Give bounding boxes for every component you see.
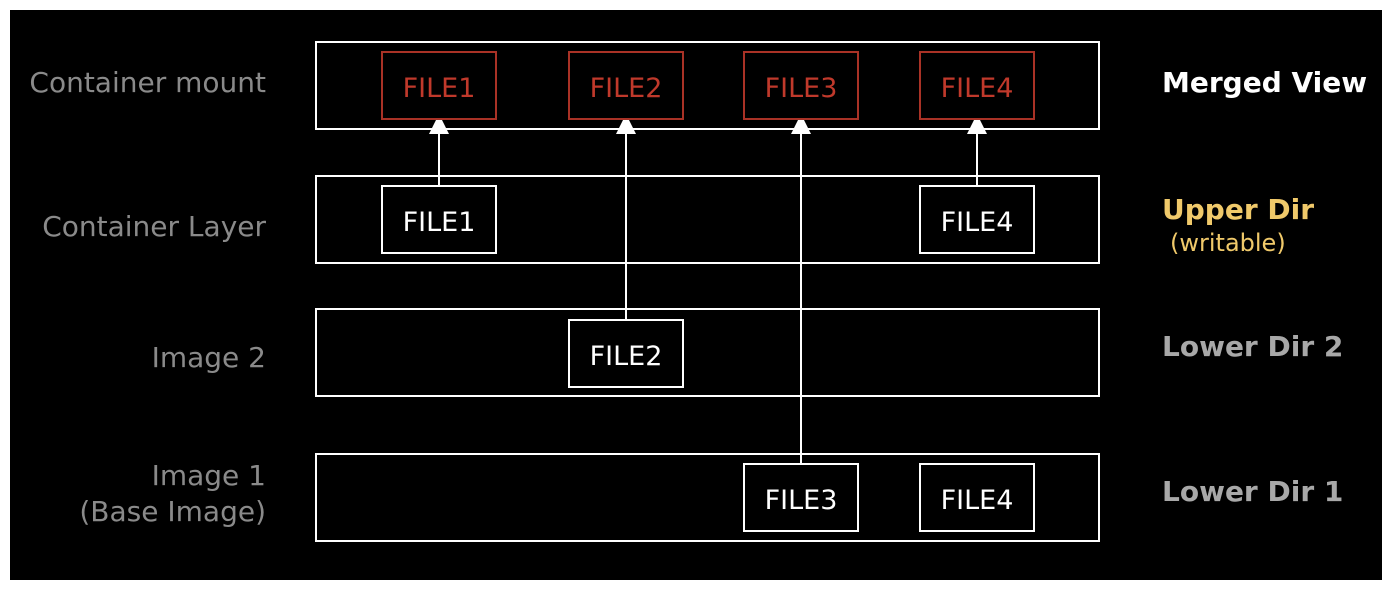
merged-file-box: FILE4: [919, 51, 1035, 120]
dir-label-lower-dir-2: Lower Dir 2: [1162, 330, 1344, 363]
dir-label-lower-dir-1: Lower Dir 1: [1162, 475, 1344, 508]
lower1-file-box: FILE4: [919, 463, 1035, 532]
upper-file-label: FILE1: [403, 207, 476, 238]
dir-label-merged-view: Merged View: [1162, 66, 1368, 99]
layer-frame-image-1: [315, 453, 1100, 542]
upper-file-box: FILE1: [381, 185, 497, 254]
layer-label-image-1: Image 1: [151, 459, 266, 492]
lower2-file-box: FILE2: [568, 319, 684, 388]
layer-frame-container-layer: [315, 175, 1100, 264]
merged-file-label: FILE1: [403, 73, 476, 104]
layer-label-image-2: Image 2: [151, 341, 266, 374]
layer-label-container-mount: Container mount: [29, 66, 266, 99]
lower1-file-box: FILE3: [743, 463, 859, 532]
upper-file-label: FILE4: [941, 207, 1014, 238]
dir-sublabel-writable: (writable): [1170, 229, 1286, 257]
dir-label-upper-dir: Upper Dir: [1162, 193, 1315, 226]
lower2-file-label: FILE2: [590, 341, 663, 372]
merged-file-box: FILE2: [568, 51, 684, 120]
diagram-slide: FILE1 FILE2 FILE3 FILE4 FILE1 FILE4 FILE…: [10, 10, 1382, 580]
layer-label-container-layer: Container Layer: [42, 210, 266, 243]
upper-file-box: FILE4: [919, 185, 1035, 254]
lower1-file-label: FILE3: [765, 485, 838, 516]
layer-frame-image-2: [315, 308, 1100, 397]
layer-label-base-image: (Base Image): [79, 495, 266, 528]
overlay-layer-diagram: FILE1 FILE2 FILE3 FILE4 FILE1 FILE4 FILE…: [315, 41, 1100, 542]
merged-file-label: FILE2: [590, 73, 663, 104]
merged-file-label: FILE3: [765, 73, 838, 104]
lower1-file-label: FILE4: [941, 485, 1014, 516]
merged-file-label: FILE4: [941, 73, 1014, 104]
merged-file-box: FILE3: [743, 51, 859, 120]
layer-frame-container-mount: [315, 41, 1100, 130]
merged-file-box: FILE1: [381, 51, 497, 120]
